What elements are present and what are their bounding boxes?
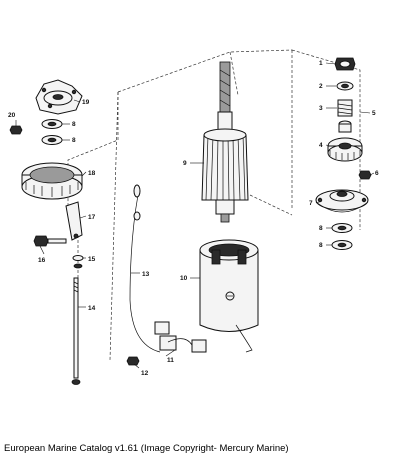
end-cap-upper: [315, 189, 369, 213]
callout-5: 5: [372, 110, 376, 117]
end-cap-lower: [35, 79, 83, 115]
drive-gear: [327, 137, 363, 162]
callout-12: 12: [141, 370, 149, 377]
bolt-washer: [72, 255, 84, 269]
drive-pinion: [338, 120, 352, 133]
callout-10: 10: [180, 275, 188, 282]
callout-14: 14: [88, 305, 96, 312]
ground-strap: [65, 201, 83, 241]
end-washer-b: [41, 135, 63, 145]
brush-holder: [154, 321, 207, 353]
callout-8-left-lower: 8: [72, 137, 76, 144]
callout-9: 9: [183, 160, 187, 167]
callout-4: 4: [319, 142, 323, 149]
callout-7: 7: [309, 200, 313, 207]
callout-1: 1: [319, 60, 323, 67]
motor-frame: [199, 239, 259, 353]
callout-3: 3: [319, 105, 323, 112]
callout-8-left-upper: 8: [72, 121, 76, 128]
callout-8-lower: 8: [319, 242, 323, 249]
callout-8-upper: 8: [319, 225, 323, 232]
exploded-parts-diagram: 1 2 3 4 5 6 7 8 8 9 10 11 12 13 14 15 16…: [8, 49, 379, 385]
callout-11: 11: [167, 357, 174, 364]
image-caption: European Marine Catalog v1.61 (Image Cop…: [4, 443, 289, 454]
armature: [201, 61, 249, 223]
end-washer-a: [41, 119, 63, 129]
drive-spring: [337, 99, 353, 117]
callout-15: 15: [88, 256, 96, 263]
drive-nut: [334, 57, 356, 71]
brush-plate: [21, 162, 83, 200]
thru-bolt: [71, 277, 81, 385]
lower-washer-a: [331, 223, 353, 233]
terminal-nut: [126, 356, 140, 366]
drive-washer: [336, 81, 354, 91]
callout-2: 2: [319, 83, 323, 90]
callout-13: 13: [142, 271, 150, 278]
callout-17: 17: [88, 214, 96, 221]
callout-leaders: [15, 62, 375, 369]
callout-16: 16: [38, 257, 46, 264]
callout-6: 6: [375, 170, 379, 177]
thru-bolt-washer: [9, 125, 23, 135]
callout-18: 18: [88, 170, 96, 177]
drive-retainer: [358, 170, 372, 180]
callout-20: 20: [8, 112, 16, 119]
callout-19: 19: [82, 99, 90, 106]
terminal-bolt: [33, 235, 67, 247]
callout-labels: 1 2 3 4 5 6 7 8 8 9 10 11 12 13 14 15 16…: [8, 60, 379, 377]
lower-washer-b: [331, 240, 353, 250]
cable-assembly: [129, 184, 161, 353]
